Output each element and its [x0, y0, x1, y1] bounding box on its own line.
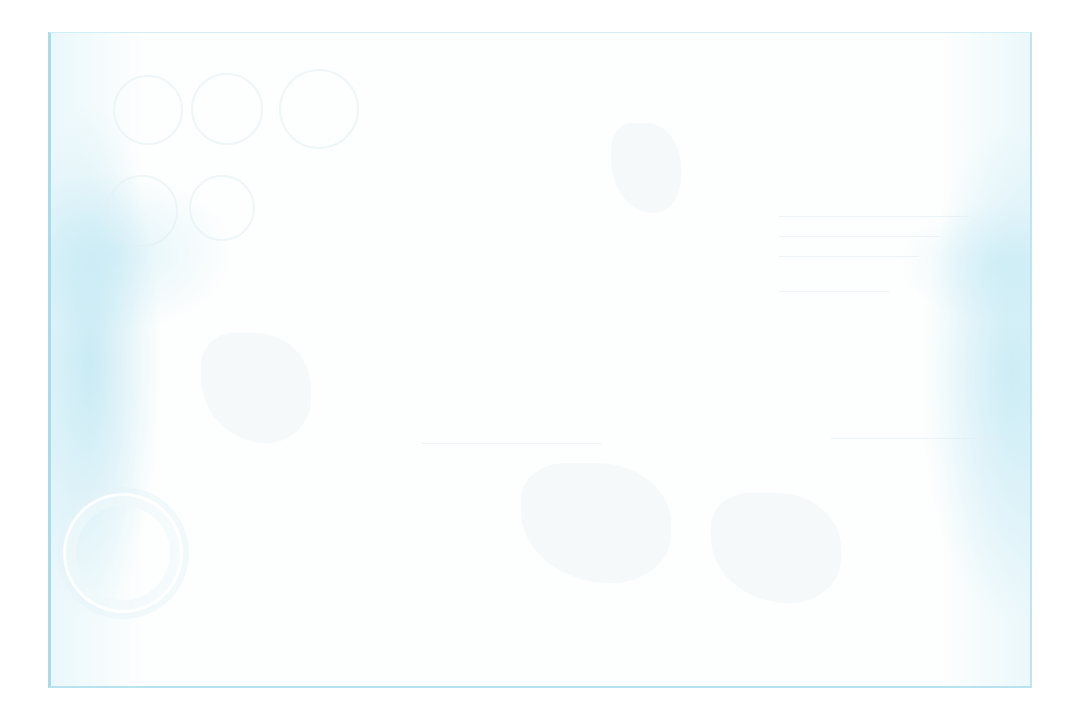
faint-text-line — [779, 236, 939, 237]
faint-dial — [63, 493, 183, 613]
faint-divider — [831, 438, 1001, 439]
faint-circle-control — [189, 175, 255, 241]
faint-text-line — [779, 256, 919, 257]
faint-graphic — [711, 493, 841, 603]
overexposed-display-panel — [48, 32, 1032, 688]
faint-graphic — [201, 333, 311, 443]
faint-text-line — [779, 291, 889, 292]
faint-graphic — [611, 123, 681, 213]
faint-graphic — [521, 463, 671, 583]
faint-circle-control — [191, 73, 263, 145]
faint-text-line — [779, 216, 969, 217]
faint-circle-control — [113, 75, 183, 145]
faint-circle-control — [106, 175, 178, 247]
faint-circle-control — [279, 69, 359, 149]
faint-divider — [421, 443, 601, 444]
